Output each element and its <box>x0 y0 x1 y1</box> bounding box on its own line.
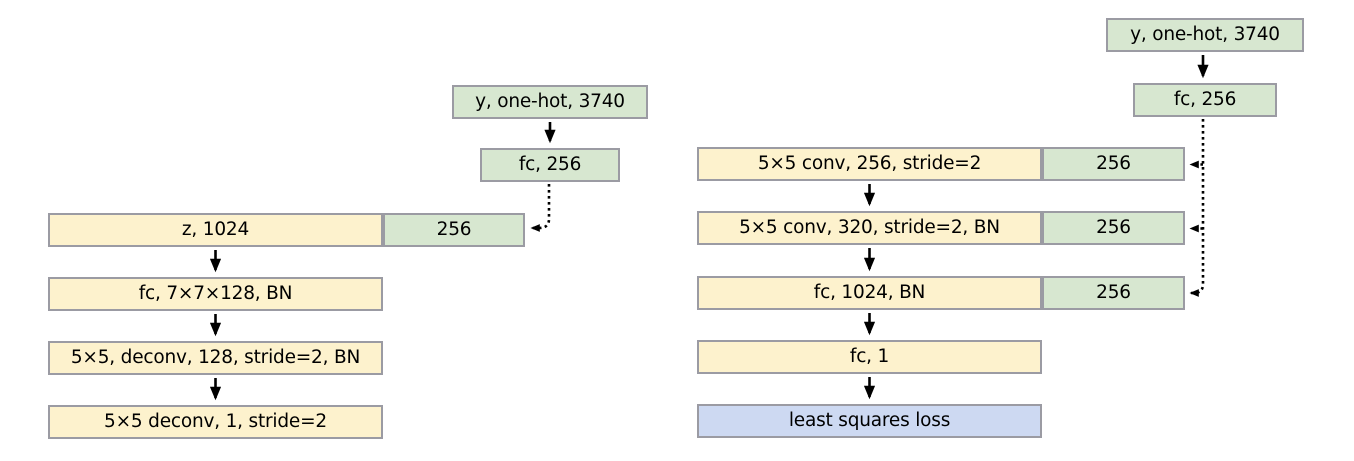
discriminator-fc1024-condition-slot: 256 <box>1042 276 1185 310</box>
generator-fc-layer-box: fc, 7×7×128, BN <box>48 277 383 311</box>
discriminator-label-embedding-box: fc, 256 <box>1133 83 1277 117</box>
right-dotted-fc256-trunk-to-fc1024-slot <box>1189 119 1205 297</box>
generator-deconv2-layer-box: 5×5 deconv, 1, stride=2 <box>48 405 383 439</box>
generator-deconv1-layer-box: 5×5, deconv, 128, stride=2, BN <box>48 341 383 375</box>
generator-label-embedding-box: fc, 256 <box>480 148 620 182</box>
discriminator-fc1024-layer-box: fc, 1024, BN <box>697 276 1042 310</box>
discriminator-conv1-layer-box: 5×5 conv, 256, stride=2 <box>697 147 1042 181</box>
discriminator-conv2-layer-box: 5×5 conv, 320, stride=2, BN <box>697 211 1042 245</box>
discriminator-fc1-layer-box: fc, 1 <box>697 340 1042 374</box>
discriminator-conv1-condition-slot: 256 <box>1042 147 1185 181</box>
discriminator-loss-box: least squares loss <box>697 404 1042 438</box>
generator-noise-box: z, 1024 <box>48 213 383 247</box>
discriminator-label-onehot-box: y, one-hot, 3740 <box>1106 18 1304 52</box>
generator-label-onehot-box: y, one-hot, 3740 <box>452 85 648 119</box>
discriminator-conv2-condition-slot: 256 <box>1042 211 1185 245</box>
left-dotted-fc256-to-256-slot <box>530 184 551 232</box>
generator-noise-condition-slot: 256 <box>383 213 525 247</box>
